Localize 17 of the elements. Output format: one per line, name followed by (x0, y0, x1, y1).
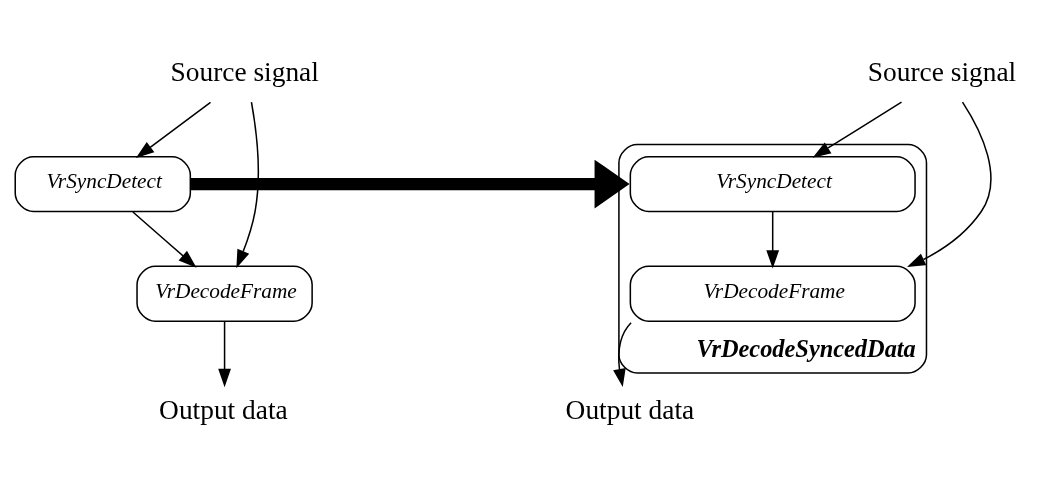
arrow (190, 159, 630, 209)
arrow (812, 101, 903, 158)
node-text: Source signal (867, 57, 1017, 88)
node-box: VrDecodeFrame (629, 265, 916, 322)
arrow (766, 211, 780, 269)
node-box: VrSyncDetect (629, 155, 916, 213)
arrow (236, 101, 259, 269)
arrow (613, 321, 632, 388)
arrow (907, 101, 992, 268)
node-text: Source signal (170, 57, 319, 88)
arrow (135, 101, 212, 158)
node-text: Output data (159, 395, 288, 426)
node-box: VrDecodeFrame (136, 265, 313, 322)
node-text: Output data (565, 395, 695, 426)
arrow (132, 211, 197, 268)
arrow (218, 320, 231, 388)
node-box: VrSyncDetect (14, 155, 192, 213)
